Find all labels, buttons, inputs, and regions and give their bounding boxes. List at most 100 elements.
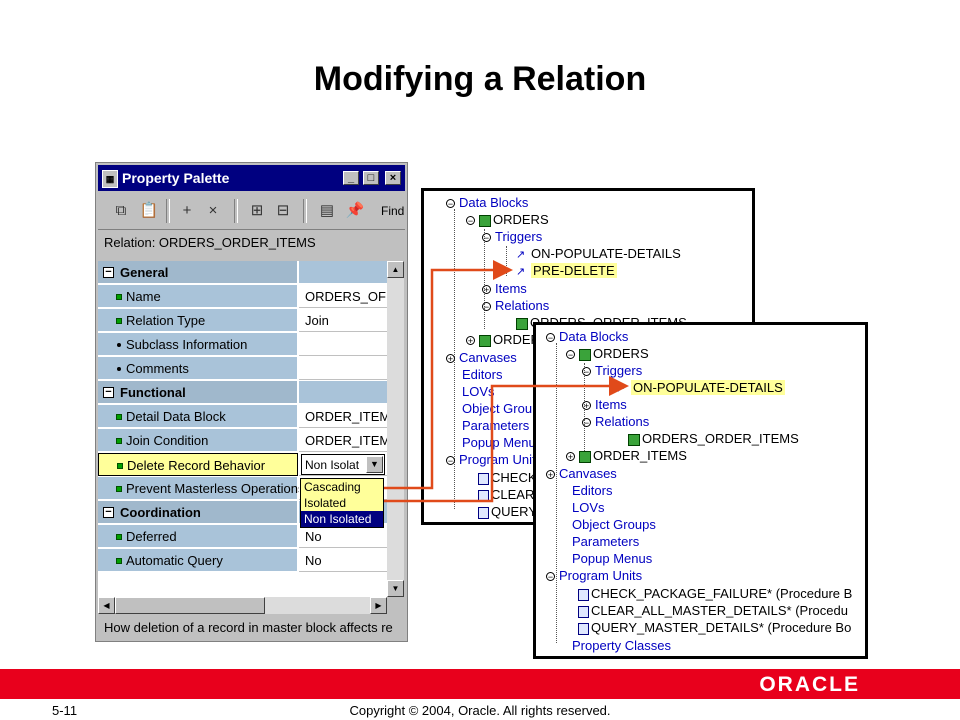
delete-behavior-select[interactable]: Non Isolat ▼: [301, 454, 385, 475]
tree-node-popup-menus[interactable]: Popup Menus: [462, 435, 543, 450]
tree-node-parameters[interactable]: Parameters: [572, 534, 640, 549]
category-general[interactable]: −General: [98, 261, 387, 285]
object-navigator-isolated: −Data Blocks −ORDERS −Triggers ↗ON-POPUL…: [533, 322, 868, 659]
tree-node-on-populate-details[interactable]: ↗ON-POPULATE-DETAILS: [616, 380, 785, 395]
property-row-detail-data-block[interactable]: Detail Data Block ORDER_ITEM: [98, 405, 387, 429]
collapse-toggle-icon[interactable]: −: [446, 456, 455, 467]
tree-node-check-package-failure[interactable]: CHECK_PACKAGE_FAILURE* (Procedure B: [578, 586, 852, 602]
pin-icon[interactable]: 📌: [345, 202, 365, 219]
add-icon[interactable]: +: [182, 202, 192, 219]
scroll-right-icon[interactable]: ▶: [370, 597, 387, 614]
minimize-button[interactable]: _: [343, 171, 359, 185]
property-row-comments[interactable]: Comments: [98, 357, 387, 381]
tree-node-lovs[interactable]: LOVs: [462, 384, 495, 399]
scroll-left-icon[interactable]: ◀: [98, 597, 115, 614]
collapse-toggle-icon[interactable]: −: [582, 367, 591, 378]
tree-node-clear-all-master-details[interactable]: CLEAR_ALL_MASTER_DETAILS* (Procedu: [578, 603, 848, 619]
tree-node-data-blocks[interactable]: −Data Blocks: [546, 329, 629, 344]
expand-toggle-icon[interactable]: +: [566, 452, 575, 463]
vertical-scrollbar[interactable]: ▲ ▼: [387, 261, 404, 597]
expand-toggle-icon[interactable]: +: [446, 354, 455, 365]
expand-toggle-icon[interactable]: +: [466, 336, 475, 347]
tree-node-triggers[interactable]: −Triggers: [582, 363, 643, 378]
collapse-toggle-icon[interactable]: −: [566, 350, 575, 361]
tree-node-popup-menus[interactable]: Popup Menus: [572, 551, 653, 566]
scroll-down-icon[interactable]: ▼: [387, 580, 404, 597]
property-row-delete-record-behavior[interactable]: Delete Record Behavior Non Isolat ▼: [98, 453, 387, 477]
copy-icon[interactable]: ⧉: [115, 202, 127, 219]
expand-icon[interactable]: ⊞: [250, 202, 264, 219]
collapse-toggle-icon[interactable]: −: [482, 233, 491, 244]
trigger-icon: ↗: [516, 248, 526, 261]
oracle-logo: ORACLE: [759, 673, 860, 696]
collapse-toggle-icon[interactable]: −: [446, 199, 455, 210]
property-row-relation-type[interactable]: Relation Type Join: [98, 309, 387, 333]
collapse-toggle-icon[interactable]: −: [482, 302, 491, 313]
option-isolated[interactable]: Isolated: [301, 495, 383, 511]
collapse-toggle-icon[interactable]: −: [582, 418, 591, 429]
delete-icon[interactable]: ×: [208, 202, 218, 219]
collapse-icon[interactable]: ⊟: [276, 202, 290, 219]
relation-icon: [516, 317, 528, 330]
property-marker-icon: [116, 534, 122, 540]
paste-icon[interactable]: 📋: [139, 202, 159, 219]
find-label[interactable]: Find: [381, 204, 405, 218]
scroll-up-icon[interactable]: ▲: [387, 261, 404, 278]
tree-node-program-units[interactable]: −Program Units: [446, 452, 543, 467]
tree-node-orders[interactable]: −ORDERS: [466, 212, 549, 227]
tree-node-object-groups[interactable]: Object Groups: [572, 517, 656, 532]
tree-node-order-items[interactable]: +ORDER_ITEMS: [566, 448, 687, 463]
property-label: Comments: [126, 361, 189, 376]
tree-node-parameters[interactable]: Parameters: [462, 418, 530, 433]
tree-node-orders[interactable]: −ORDERS: [566, 346, 649, 361]
trigger-icon: ↗: [616, 382, 626, 395]
expand-toggle-icon[interactable]: +: [582, 401, 591, 412]
horizontal-scroll-thumb[interactable]: [115, 597, 265, 614]
tree-node-lovs[interactable]: LOVs: [572, 500, 605, 515]
tree-node-relations[interactable]: −Relations: [482, 298, 550, 313]
tree-node-orders-order-items[interactable]: ORDERS_ORDER_ITEMS: [628, 431, 799, 447]
option-non-isolated[interactable]: Non Isolated: [301, 511, 383, 527]
tree-node-items[interactable]: +Items: [582, 397, 627, 412]
collapse-toggle-icon[interactable]: −: [103, 507, 114, 518]
intersect-icon[interactable]: ▤: [319, 202, 335, 219]
palette-toolbar: ⧉ 📋 + × ⊞ ⊟ ▤ 📌 Find: [98, 193, 405, 230]
relation-icon: [628, 433, 640, 446]
property-value: ORDER_ITEM: [305, 433, 387, 448]
tree-node-program-units[interactable]: −Program Units: [546, 568, 643, 583]
program-unit-icon: [578, 622, 589, 635]
chevron-down-icon[interactable]: ▼: [366, 456, 383, 473]
collapse-toggle-icon[interactable]: −: [546, 333, 555, 344]
property-label: Delete Record Behavior: [127, 458, 266, 473]
palette-titlebar[interactable]: ▦ Property Palette _ □ ×: [98, 165, 405, 191]
tree-node-editors[interactable]: Editors: [462, 367, 503, 382]
tree-node-items[interactable]: +Items: [482, 281, 527, 296]
tree-node-data-blocks[interactable]: −Data Blocks: [446, 195, 529, 210]
collapse-toggle-icon[interactable]: −: [466, 216, 475, 227]
maximize-button[interactable]: □: [363, 171, 379, 185]
option-cascading[interactable]: Cascading: [301, 479, 383, 495]
tree-node-pre-delete[interactable]: ↗PRE-DELETE: [516, 263, 617, 278]
collapse-toggle-icon[interactable]: −: [103, 267, 114, 278]
property-row-subclass-information[interactable]: Subclass Information: [98, 333, 387, 357]
tree-node-canvases[interactable]: +Canvases: [546, 466, 617, 481]
tree-node-triggers[interactable]: −Triggers: [482, 229, 543, 244]
tree-node-relations[interactable]: −Relations: [582, 414, 650, 429]
tree-node-on-populate-details[interactable]: ↗ON-POPULATE-DETAILS: [516, 246, 681, 261]
expand-toggle-icon[interactable]: +: [482, 285, 491, 296]
collapse-toggle-icon[interactable]: −: [546, 572, 555, 583]
expand-toggle-icon[interactable]: +: [546, 470, 555, 481]
close-button[interactable]: ×: [385, 171, 401, 185]
tree-node-property-classes[interactable]: Property Classes: [572, 638, 671, 653]
property-row-name[interactable]: Name ORDERS_OF: [98, 285, 387, 309]
property-row-join-condition[interactable]: Join Condition ORDER_ITEM: [98, 429, 387, 453]
property-row-deferred[interactable]: Deferred No: [98, 525, 387, 549]
property-row-automatic-query[interactable]: Automatic Query No: [98, 549, 387, 573]
horizontal-scrollbar[interactable]: ◀ ▶: [98, 597, 387, 614]
collapse-toggle-icon[interactable]: −: [103, 387, 114, 398]
tree-node-query-master-details[interactable]: QUERY_MASTER_DETAILS* (Procedure Bo: [578, 620, 851, 636]
tree-node-canvases[interactable]: +Canvases: [446, 350, 517, 365]
tree-node-editors[interactable]: Editors: [572, 483, 613, 498]
property-label: Relation Type: [126, 313, 206, 328]
category-functional[interactable]: −Functional: [98, 381, 387, 405]
